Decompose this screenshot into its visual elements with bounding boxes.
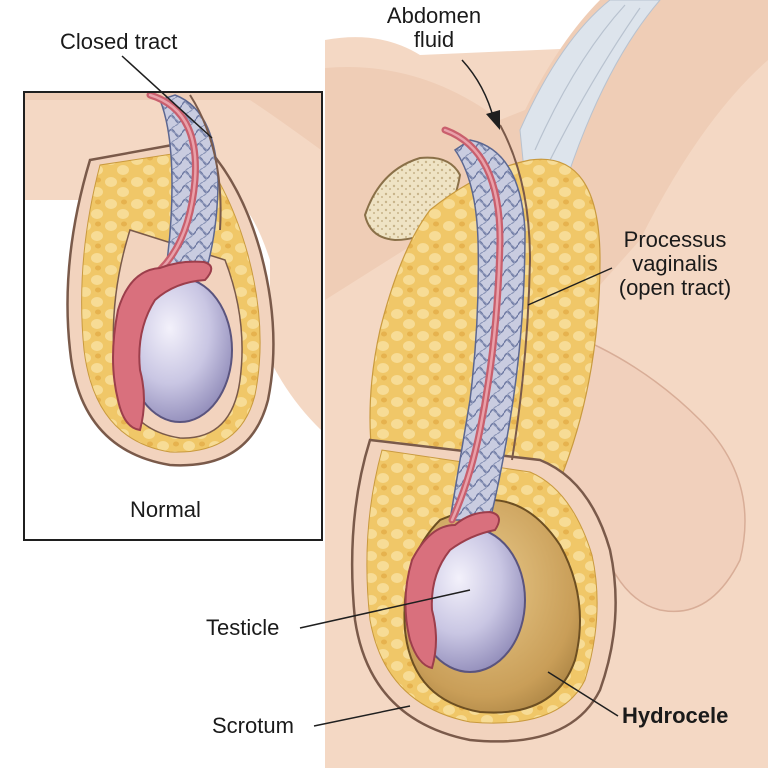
leader-lines xyxy=(121,55,619,727)
normal-inset xyxy=(23,91,323,541)
main-illustration xyxy=(325,0,768,768)
hydrocele-label: Hydrocele xyxy=(622,703,729,728)
abdomen-fluid-line2: fluid xyxy=(413,27,455,52)
inset-epididymis xyxy=(112,260,213,432)
hydrocele-leader xyxy=(547,671,619,717)
processus-line1: Processus xyxy=(623,227,727,252)
processus-vaginalis-label: Processus vaginalis (open tract) xyxy=(600,228,750,300)
processus-line2: vaginalis xyxy=(632,251,718,276)
abdomen-fluid-line1: Abdomen xyxy=(386,3,482,28)
testicle-leader xyxy=(299,589,471,629)
epididymis xyxy=(404,510,500,670)
scrotum-label: Scrotum xyxy=(212,713,294,738)
processus-line3: (open tract) xyxy=(618,275,732,300)
testicle-label: Testicle xyxy=(206,615,280,640)
normal-label: Normal xyxy=(130,497,201,522)
closed-tract-leader xyxy=(121,55,213,139)
abdomen-fluid-arrowhead xyxy=(486,110,500,130)
scrotum-leader xyxy=(313,705,411,727)
abdomen-fluid-label: Abdomen fluid xyxy=(372,4,496,52)
processus-leader xyxy=(527,267,613,306)
penis xyxy=(539,328,746,613)
closed-tract-label: Closed tract xyxy=(60,29,178,54)
